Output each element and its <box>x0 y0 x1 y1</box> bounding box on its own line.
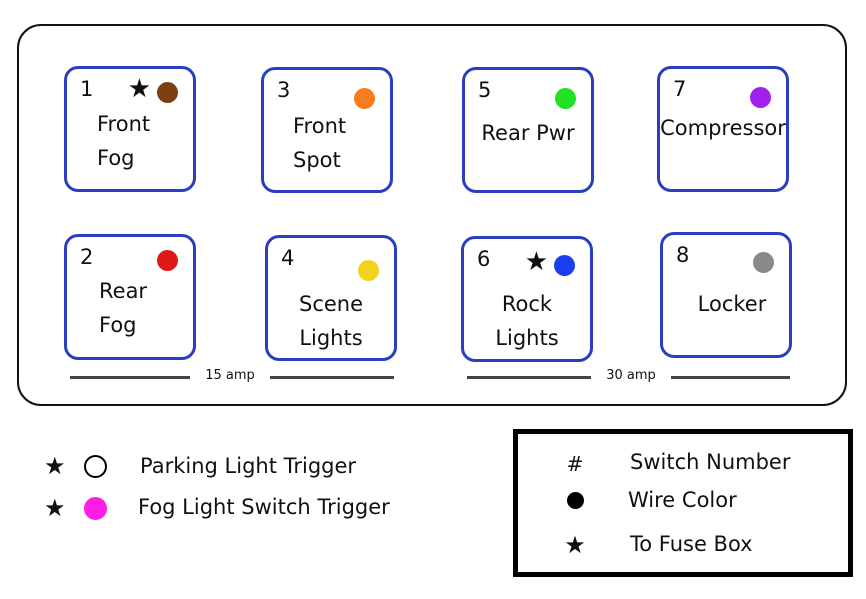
legend-label: Fog Light Switch Trigger <box>138 495 390 519</box>
switch-number: 3 <box>277 78 291 102</box>
wire-color-dot <box>753 252 774 273</box>
switch-4[interactable]: 4 Scene Lights <box>265 235 397 361</box>
switch-label: Front Spot <box>293 114 347 172</box>
switch-6[interactable]: 6 ★ Rock Lights <box>461 236 593 362</box>
wire-color-dot <box>157 82 178 103</box>
fuse-box-star-icon: ★ <box>127 74 151 104</box>
amp-label: 15 amp <box>205 368 255 383</box>
switch-7[interactable]: 7 Compressor <box>657 66 789 192</box>
amp-line-left <box>467 376 591 379</box>
parking-trigger-circle-icon <box>84 455 107 478</box>
switch-8[interactable]: 8 Locker <box>660 232 792 358</box>
amp-line-right <box>270 376 394 379</box>
fuse-box-star-icon: ★ <box>524 247 548 277</box>
key-label: To Fuse Box <box>630 532 753 556</box>
star-icon: ★ <box>564 531 586 559</box>
switch-3[interactable]: 3 Front Spot <box>261 67 393 193</box>
switch-5[interactable]: 5 Rear Pwr <box>462 67 594 193</box>
symbol-key: # Switch Number Wire Color ★ To Fuse Box <box>513 429 853 577</box>
switch-number: 2 <box>80 245 94 269</box>
switch-number: 8 <box>676 243 690 267</box>
switch-label: Rear Fog <box>99 279 148 337</box>
key-label: Switch Number <box>630 450 791 474</box>
wire-color-dot <box>555 88 576 109</box>
amp-line-left <box>70 376 190 379</box>
switch-label: Front Fog <box>97 112 151 170</box>
switch-panel <box>17 24 847 406</box>
wire-color-dot-icon <box>567 492 584 509</box>
switch-label: Scene Lights <box>298 292 364 350</box>
star-icon: ★ <box>44 452 66 480</box>
amp-line-right <box>671 376 790 379</box>
switch-number: 1 <box>80 77 94 101</box>
amp-group-15: 15 amp <box>70 366 394 386</box>
star-icon: ★ <box>44 494 66 522</box>
wire-color-dot <box>358 260 379 281</box>
switch-number: 5 <box>478 78 492 102</box>
wire-color-dot <box>157 250 178 271</box>
wire-color-dot <box>750 87 771 108</box>
switch-label: Rock Lights <box>495 292 559 350</box>
switch-label: Compressor <box>660 116 786 140</box>
switch-label: Rear Pwr <box>481 121 575 145</box>
wire-color-dot <box>554 255 575 276</box>
legend-label: Parking Light Trigger <box>140 454 357 478</box>
hash-symbol: # <box>566 452 584 476</box>
wire-color-dot <box>354 88 375 109</box>
fog-trigger-circle-icon <box>84 497 107 520</box>
switch-number: 7 <box>673 77 687 101</box>
switch-label: Locker <box>697 292 767 316</box>
key-label: Wire Color <box>628 488 737 512</box>
switch-number: 6 <box>477 247 491 271</box>
switch-1[interactable]: 1 ★ Front Fog <box>64 66 196 192</box>
amp-group-30: 30 amp <box>467 366 790 386</box>
switch-2[interactable]: 2 Rear Fog <box>64 234 196 360</box>
switch-number: 4 <box>281 246 295 270</box>
amp-label: 30 amp <box>606 368 656 383</box>
